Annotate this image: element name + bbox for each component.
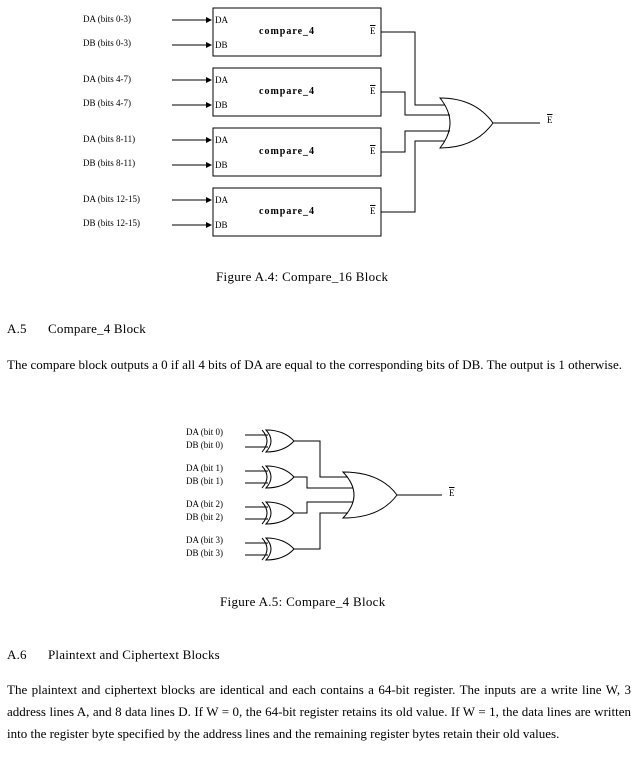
da-input-label: DA (bits 4-7): [83, 74, 131, 84]
or-gate: [438, 97, 494, 149]
section-a6-heading: A.6 Plaintext and Ciphertext Blocks: [7, 647, 220, 663]
xor-db-label: DB (bit 0): [186, 440, 223, 450]
block1-output-wire: [381, 31, 445, 106]
block4-output-wire: [381, 140, 445, 213]
db-input-label: DB (bits 0-3): [83, 38, 131, 48]
port-db-label: DB: [215, 220, 228, 230]
figure-a4-diagram: [172, 7, 540, 237]
block-title: compare_4: [259, 86, 316, 97]
port-e-label: E: [370, 146, 376, 156]
figure-a4-caption: Figure A.4: Compare_16 Block: [216, 269, 389, 284]
compare4-output-label: E: [449, 488, 455, 498]
port-da-label: DA: [215, 75, 228, 85]
xor-da-label: DA (bit 2): [186, 499, 223, 509]
port-da-label: DA: [215, 195, 228, 205]
db-input-label: DB (bits 12-15): [83, 218, 140, 228]
xor1-output-wire: [294, 476, 353, 489]
block-title: compare_4: [259, 26, 316, 37]
xor-db-label: DB (bit 3): [186, 548, 223, 558]
figure-a5-diagram: [245, 429, 442, 561]
section-number: A.5: [7, 321, 27, 336]
xor-gate: [264, 429, 295, 453]
xor-gate: [264, 537, 295, 561]
port-db-label: DB: [215, 100, 228, 110]
xor-da-label: DA (bit 0): [186, 427, 223, 437]
section-title: Plaintext and Ciphertext Blocks: [48, 647, 220, 662]
xor-db-label: DB (bit 1): [186, 476, 223, 486]
port-da-label: DA: [215, 135, 228, 145]
port-e-label: E: [370, 86, 376, 96]
section-a5-paragraph: The compare block outputs a 0 if all 4 b…: [7, 357, 622, 372]
port-e-label: E: [370, 26, 376, 36]
port-db-label: DB: [215, 160, 228, 170]
port-e-label: E: [370, 206, 376, 216]
xor-gate: [264, 465, 295, 489]
figure-a5-caption: Figure A.5: Compare_4 Block: [220, 594, 386, 609]
db-input-label: DB (bits 4-7): [83, 98, 131, 108]
section-title: Compare_4 Block: [48, 321, 146, 336]
port-da-label: DA: [215, 15, 228, 25]
xor-gate-back-curve: [261, 429, 268, 453]
da-input-label: DA (bits 0-3): [83, 14, 131, 24]
block2-output-wire: [381, 91, 450, 116]
xor-gate-back-curve: [261, 537, 268, 561]
xor-gate-back-curve: [261, 465, 268, 489]
xor3-output-wire: [294, 512, 348, 550]
or-gate: [341, 471, 398, 519]
section-a6-paragraph: The plaintext and ciphertext blocks are …: [7, 682, 631, 741]
port-db-label: DB: [215, 40, 228, 50]
or-output-label: E: [547, 115, 553, 125]
section-a5-heading: A.5 Compare_4 Block: [7, 321, 146, 337]
xor-da-label: DA (bit 1): [186, 463, 223, 473]
xor-db-label: DB (bit 2): [186, 512, 223, 522]
xor-gate-back-curve: [261, 501, 268, 525]
block-title: compare_4: [259, 206, 316, 217]
section-number: A.6: [7, 647, 27, 662]
xor-da-label: DA (bit 3): [186, 535, 223, 545]
da-input-label: DA (bits 8-11): [83, 134, 136, 144]
block3-output-wire: [381, 130, 450, 153]
xor0-output-wire: [294, 440, 348, 478]
da-input-label: DA (bits 12-15): [83, 194, 140, 204]
block-title: compare_4: [259, 146, 316, 157]
xor2-output-wire: [294, 501, 353, 514]
xor-gate: [264, 501, 295, 525]
db-input-label: DB (bits 8-11): [83, 158, 136, 168]
